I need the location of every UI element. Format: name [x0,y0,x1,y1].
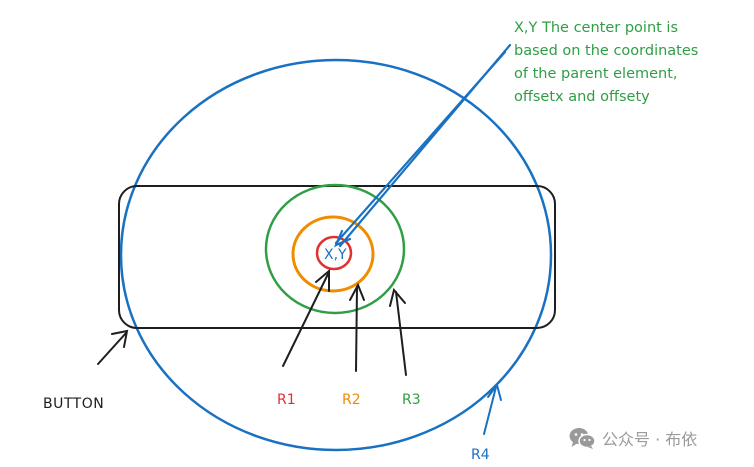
r4-label: R4 [471,447,490,463]
r3-circle [264,183,406,315]
r3-label: R3 [402,392,421,408]
center-point-note-line-3: of the parent element, [514,66,678,82]
center-point-note-line-1: X,Y The center point is [514,20,678,36]
wechat-icon [569,428,596,449]
button-arrow [97,329,129,365]
watermark: 公众号 · 布依 [568,426,697,450]
center-point-note-line-4: offsetx and offsety [514,89,650,105]
button-label: BUTTON [43,396,104,412]
r1-circle [315,235,353,271]
center-point-note-line-2: based on the coordinates [514,43,698,59]
r4-circle [119,58,553,452]
r4-arrow [483,382,502,435]
r3-arrow [389,287,407,376]
r2-label: R2 [342,392,361,408]
watermark-text: 公众号 · 布依 [602,430,698,449]
center-point-label: X,Y [324,247,347,263]
r1-label: R1 [277,392,296,408]
center-pointer-arrow [333,43,512,248]
r2-circle [291,215,375,293]
r2-arrow [349,282,365,372]
r1-arrow [282,268,330,367]
